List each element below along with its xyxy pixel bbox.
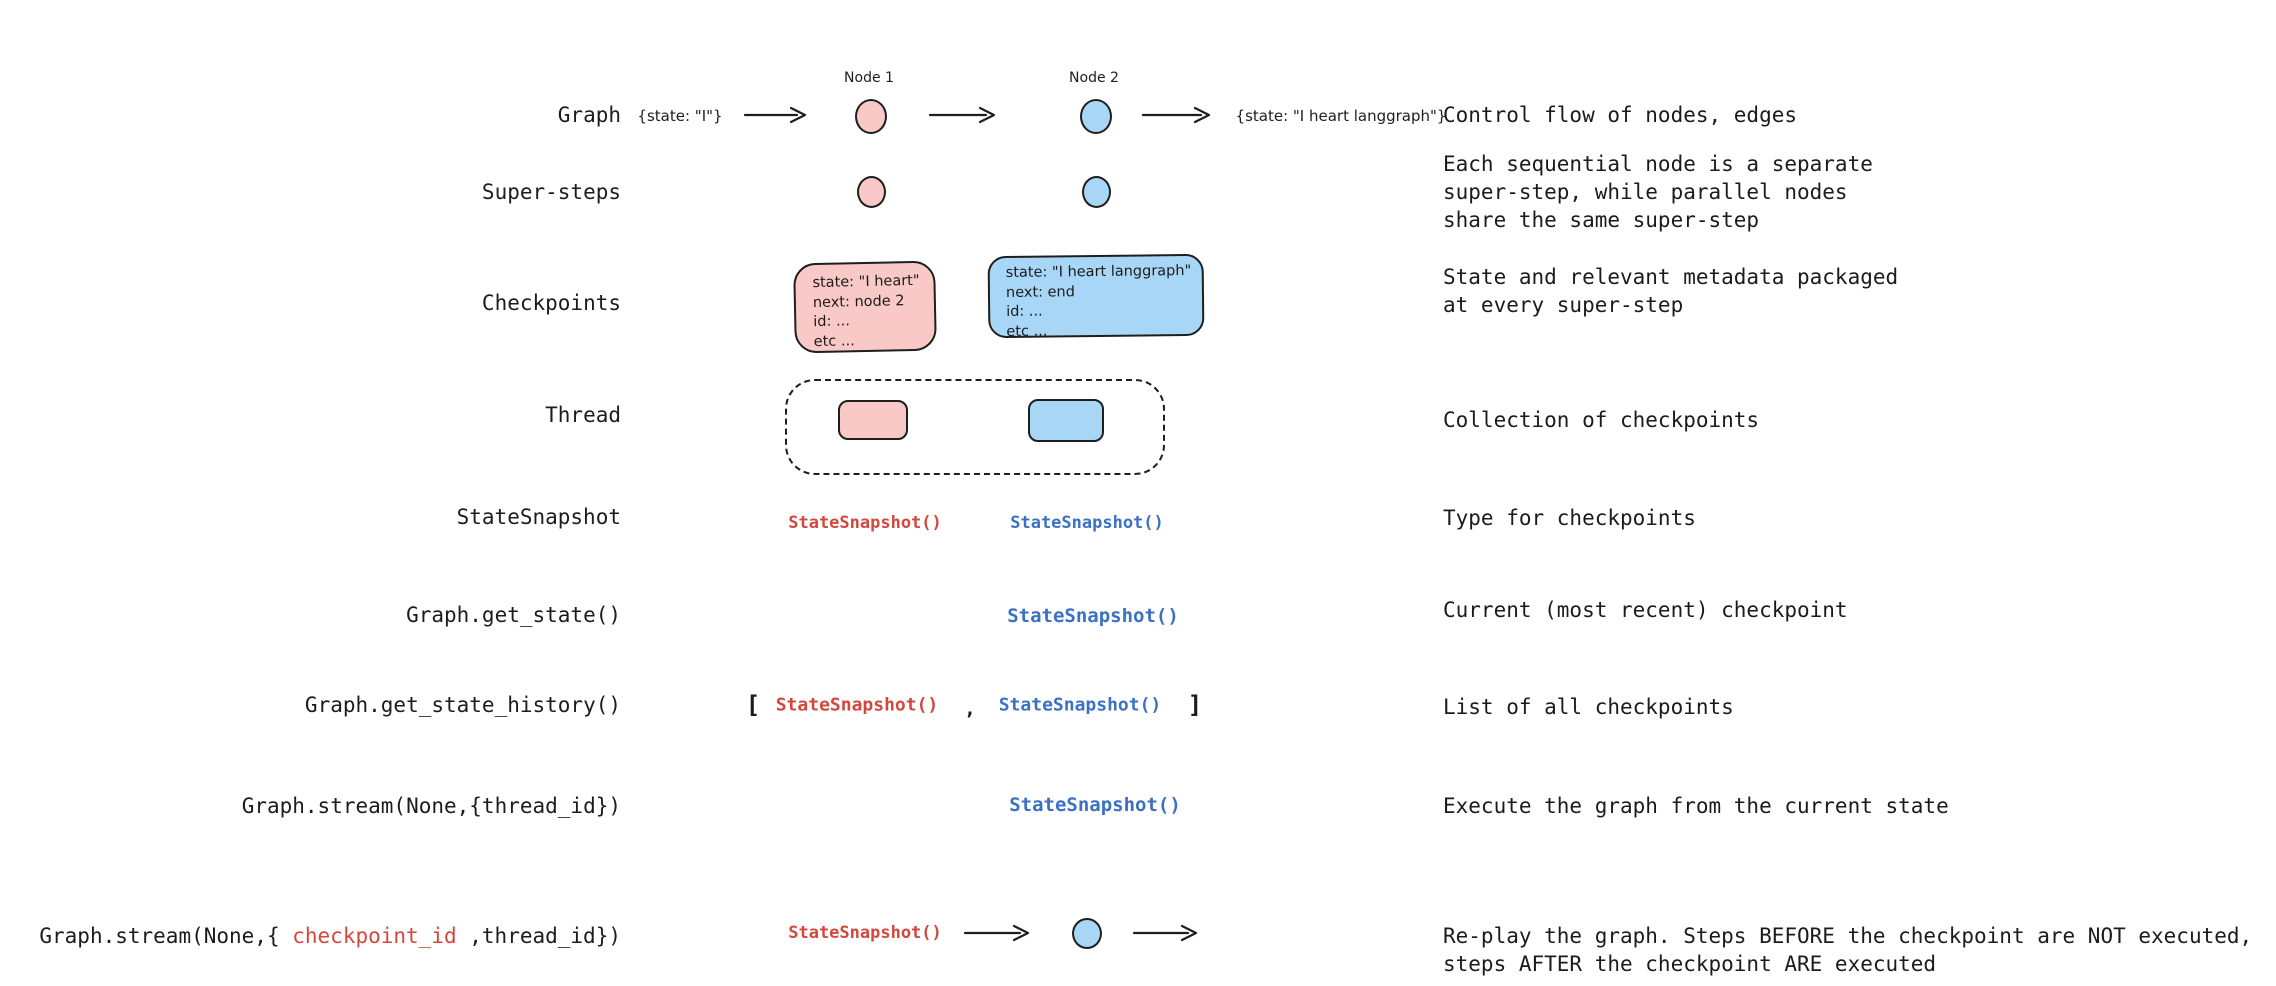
replay-snapshot-token-red: StateSnapshot() bbox=[788, 923, 942, 943]
node1-circle bbox=[855, 99, 887, 134]
list-comma: , bbox=[964, 698, 976, 720]
super-step-circle-blue bbox=[1082, 176, 1111, 208]
desc-statesnapshot: Type for checkpoints bbox=[1443, 506, 1696, 530]
node2-circle bbox=[1080, 99, 1112, 134]
history-snapshot-token-red: StateSnapshot() bbox=[775, 694, 939, 716]
list-bracket-open: [ bbox=[745, 691, 761, 719]
node2-label: Node 2 bbox=[1069, 70, 1119, 86]
input-state-annotation: {state: "I"} bbox=[637, 107, 723, 125]
output-state-annotation: {state: "I heart langgraph"} bbox=[1235, 107, 1447, 125]
checkpoint-card-blue: state: "I heart langgraph" next: end id:… bbox=[987, 253, 1205, 339]
desc-stream-checkpoint-id: Re-play the graph. Steps BEFORE the chec… bbox=[1443, 924, 2253, 976]
label-get-state: Graph.get_state() bbox=[406, 603, 621, 627]
label-get-state-history: Graph.get_state_history() bbox=[304, 693, 621, 717]
flow-arrow-icon bbox=[1132, 924, 1198, 942]
label-stream-pre: Graph.stream(None,{ bbox=[39, 924, 293, 948]
desc-get-state: Current (most recent) checkpoint bbox=[1443, 598, 1848, 622]
desc-checkpoints: State and relevant metadata packaged at … bbox=[1443, 265, 1899, 317]
desc-get-state-history: List of all checkpoints bbox=[1443, 695, 1734, 719]
label-statesnapshot: StateSnapshot bbox=[456, 505, 621, 529]
checkpoint-card-pink: state: "I heart" next: node 2 id: ... et… bbox=[793, 260, 937, 354]
thread-boundary bbox=[785, 379, 1165, 475]
label-stream-thread-id: Graph.stream(None,{thread_id}) bbox=[241, 794, 621, 818]
flow-arrow-icon bbox=[928, 106, 996, 124]
desc-thread: Collection of checkpoints bbox=[1443, 408, 1760, 432]
flow-arrow-icon bbox=[963, 924, 1030, 942]
desc-stream-thread-id: Execute the graph from the current state bbox=[1443, 794, 1949, 818]
flow-arrow-icon bbox=[1141, 106, 1211, 124]
label-stream-post: ,thread_id}) bbox=[456, 924, 621, 948]
replay-node-circle bbox=[1072, 918, 1102, 949]
label-thread: Thread bbox=[545, 403, 621, 427]
get-state-snapshot-token: StateSnapshot() bbox=[1007, 605, 1179, 627]
statesnapshot-token-blue: StateSnapshot() bbox=[1010, 513, 1164, 533]
history-snapshot-token-blue: StateSnapshot() bbox=[998, 694, 1162, 716]
flow-arrow-icon bbox=[743, 106, 807, 124]
super-step-circle-pink bbox=[857, 176, 886, 208]
stream-snapshot-token: StateSnapshot() bbox=[1009, 794, 1181, 816]
label-graph: Graph bbox=[557, 103, 621, 127]
desc-graph: Control flow of nodes, edges bbox=[1443, 103, 1798, 127]
thread-checkpoint-blue bbox=[1028, 399, 1104, 442]
label-super-steps: Super-steps bbox=[481, 180, 621, 204]
thread-checkpoint-pink bbox=[838, 400, 908, 440]
checkpoint-id-highlight: checkpoint_id bbox=[292, 924, 457, 948]
node1-label: Node 1 bbox=[844, 70, 894, 86]
label-stream-checkpoint-id: Graph.stream(None,{ checkpoint_id ,threa… bbox=[0, 923, 621, 949]
label-checkpoints: Checkpoints bbox=[481, 291, 621, 315]
statesnapshot-token-red: StateSnapshot() bbox=[788, 513, 942, 533]
desc-super-steps: Each sequential node is a separate super… bbox=[1443, 152, 1873, 232]
list-bracket-close: ] bbox=[1187, 691, 1203, 719]
